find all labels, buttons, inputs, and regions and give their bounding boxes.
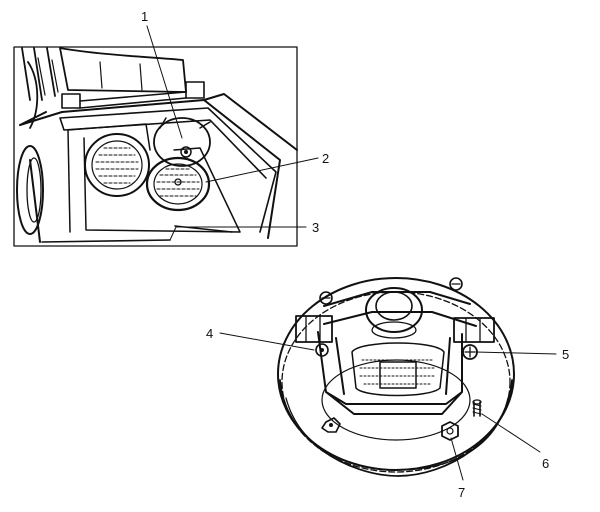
lid xyxy=(21,47,187,129)
callout-labels: 1 2 3 4 5 6 7 xyxy=(141,9,569,500)
leader-1 xyxy=(146,25,183,139)
motor-frame xyxy=(317,331,463,415)
leader-5 xyxy=(475,351,557,355)
screw-top-left xyxy=(319,291,333,305)
wheel-left xyxy=(16,145,44,235)
hinge-left xyxy=(61,93,81,109)
screw-left xyxy=(315,343,329,357)
leader-lines xyxy=(146,25,557,481)
callout-1: 1 xyxy=(141,9,148,24)
callout-4: 4 xyxy=(206,326,213,341)
hinge-right xyxy=(185,81,205,99)
nut-bottom xyxy=(441,421,459,441)
bearing-cap xyxy=(365,287,423,339)
motor-figure xyxy=(277,277,515,477)
motor-base-outer xyxy=(277,277,515,471)
motor-windings xyxy=(351,342,445,397)
callout-2: 2 xyxy=(322,151,329,166)
filter-right xyxy=(145,156,211,212)
housing-frame xyxy=(13,46,298,247)
spring-nipple xyxy=(472,399,482,417)
leader-2 xyxy=(205,157,319,183)
callout-5: 5 xyxy=(562,347,569,362)
housing-rim xyxy=(19,93,298,243)
leader-6 xyxy=(481,413,541,453)
brush-holder-left xyxy=(295,315,333,343)
housing-figure xyxy=(13,46,298,247)
brush-terminal-screw xyxy=(462,344,478,360)
screw-top-right xyxy=(449,277,463,291)
leader-3 xyxy=(169,226,307,241)
brush-holder-right xyxy=(453,317,495,343)
leader-4 xyxy=(219,332,315,351)
callout-3: 3 xyxy=(312,220,319,235)
nut-bottom-left xyxy=(321,417,341,433)
callout-7: 7 xyxy=(458,485,465,500)
leader-7 xyxy=(450,437,464,481)
callout-6: 6 xyxy=(542,456,549,471)
filter-right-back xyxy=(153,117,211,167)
filter-left xyxy=(84,133,150,197)
